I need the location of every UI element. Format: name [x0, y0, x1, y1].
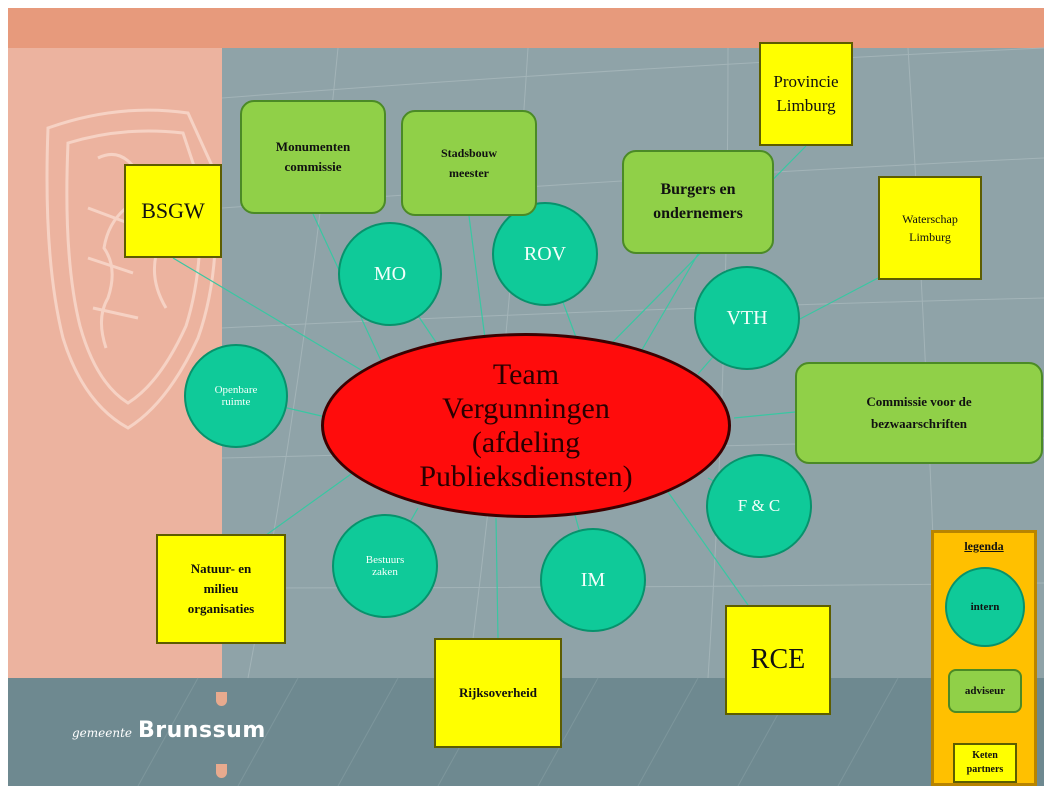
slide: Team Vergunningen (afdeling Publieksdien… — [8, 8, 1044, 786]
legend-keten-label: Keten partners — [966, 750, 1004, 775]
legend-adviseur-label: adviseur — [964, 685, 1006, 697]
node-monumenten-commissie: Monumenten commissie — [240, 100, 386, 214]
logo-shield-top — [216, 692, 227, 706]
center-label: Team Vergunningen (afdeling Publieksdien… — [419, 357, 633, 493]
node-openbare-ruimte-label: Openbare ruimte — [214, 384, 258, 408]
node-bsgw: BSGW — [124, 164, 222, 258]
node-burgers-label: Burgers en ondernemers — [653, 181, 743, 222]
node-stadsbouw-label: Stadsbouw meester — [440, 146, 498, 180]
node-bestuurszaken-label: Bestuurs zaken — [365, 554, 405, 578]
node-f-c-label: F & C — [737, 496, 781, 515]
node-monumenten-label: Monumenten commissie — [275, 139, 351, 174]
node-mo-label: MO — [373, 262, 407, 285]
node-waterschap-label: Waterschap Limburg — [902, 212, 958, 244]
legend-title: legenda — [964, 539, 1004, 553]
node-rov: ROV — [492, 202, 598, 306]
node-vth: VTH — [694, 266, 800, 370]
legend-intern-swatch: intern — [945, 567, 1025, 647]
connector-rce — [667, 491, 749, 606]
node-openbare-ruimte: Openbare ruimte — [184, 344, 288, 448]
logo-shield-bottom — [216, 764, 227, 778]
node-natuur-label: Natuur- en milieu organisaties — [187, 561, 255, 616]
logo-name: Brunssum — [138, 718, 266, 743]
node-bestuurszaken: Bestuurs zaken — [332, 514, 438, 618]
center-team-vergunningen: Team Vergunningen (afdeling Publieksdien… — [321, 333, 731, 518]
logo-gemeente-brunssum: gemeente Brunssum — [72, 718, 266, 743]
node-f-c: F & C — [706, 454, 812, 558]
connector-bsgw — [172, 257, 389, 387]
node-im-label: IM — [580, 568, 606, 591]
connector-stadsbouw — [468, 215, 487, 347]
connector-burgers — [635, 253, 699, 361]
node-rijksoverheid-label: Rijksoverheid — [459, 685, 537, 700]
node-bsgw-label: BSGW — [141, 198, 205, 223]
node-burgers-ondernemers: Burgers en ondernemers — [622, 150, 774, 254]
node-stadsbouwmeester: Stadsbouw meester — [401, 110, 537, 216]
node-rijksoverheid: Rijksoverheid — [434, 638, 562, 748]
node-commissie-label: Commissie voor de bezwaarschriften — [866, 394, 972, 431]
node-rce: RCE — [725, 605, 831, 715]
connector-waterschap — [797, 277, 879, 321]
legend-keten-swatch: Keten partners — [953, 743, 1017, 783]
node-provincie-limburg: Provincie Limburg — [759, 42, 853, 146]
connector-commissie — [733, 411, 796, 419]
node-mo: MO — [338, 222, 442, 326]
node-vth-label: VTH — [726, 306, 768, 329]
logo-prefix: gemeente — [72, 726, 133, 740]
legend-intern-label: intern — [970, 601, 1000, 613]
node-commissie-bezwaarschriften: Commissie voor de bezwaarschriften — [795, 362, 1043, 464]
node-im: IM — [540, 528, 646, 632]
node-provincie-label: Provincie Limburg — [773, 72, 839, 115]
node-natuur-milieu: Natuur- en milieu organisaties — [156, 534, 286, 644]
node-rce-label: RCE — [750, 644, 806, 675]
top-band — [8, 8, 1044, 48]
legend: legenda intern adviseur Keten partners — [931, 530, 1037, 786]
legend-adviseur-swatch: adviseur — [948, 669, 1022, 713]
connector-rijksoverheid — [495, 517, 499, 639]
node-waterschap-limburg: Waterschap Limburg — [878, 176, 982, 280]
node-rov-label: ROV — [523, 242, 567, 265]
